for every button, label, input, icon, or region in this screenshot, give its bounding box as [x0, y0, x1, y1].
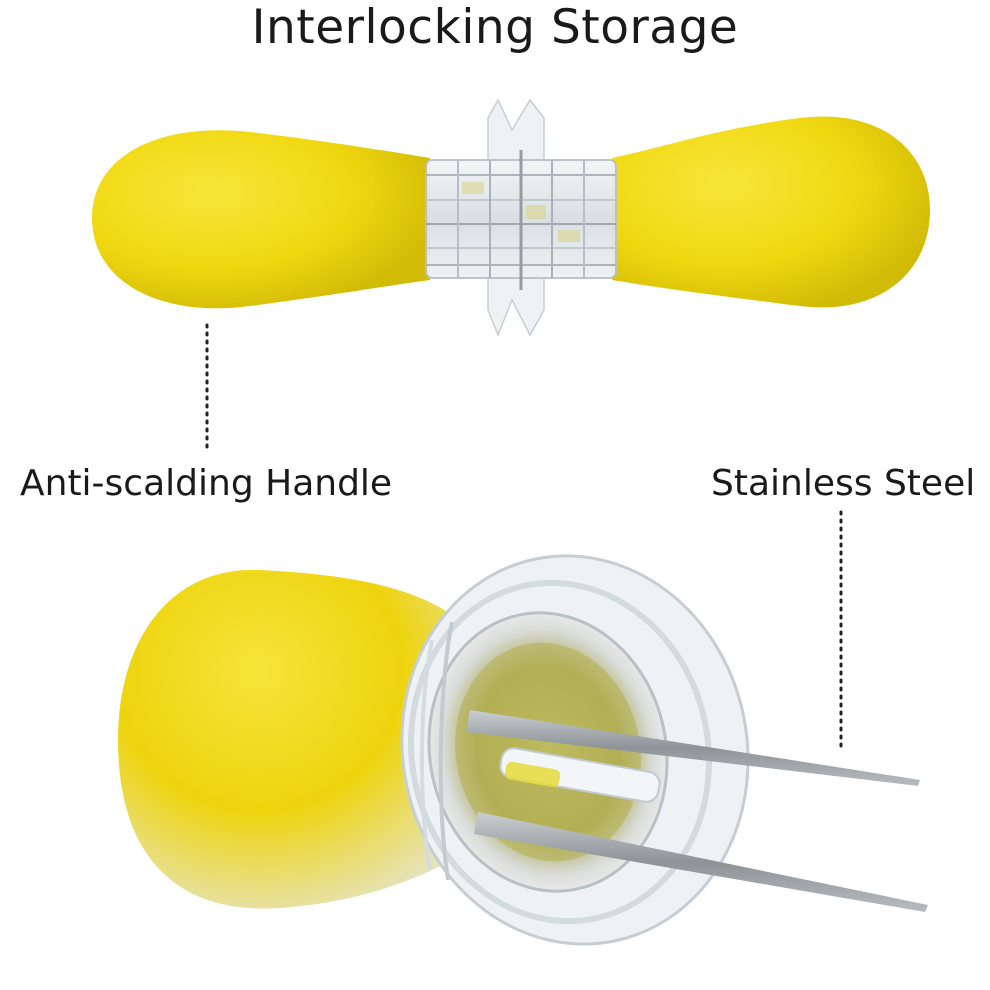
prong-upper: [466, 710, 920, 786]
page-title: Interlocking Storage: [251, 0, 739, 55]
clear-connector: [425, 98, 617, 338]
left-handle: [92, 130, 430, 309]
bulb-handle: [118, 569, 470, 909]
handle-label: Anti-scalding Handle: [20, 463, 393, 504]
prong-lower: [474, 812, 928, 912]
corn-holder-closeup-icon: [118, 554, 928, 946]
interlocked-corn-holders-icon: [92, 98, 930, 338]
prongs-label: Stainless Steel: [711, 463, 976, 504]
right-handle: [612, 116, 930, 308]
